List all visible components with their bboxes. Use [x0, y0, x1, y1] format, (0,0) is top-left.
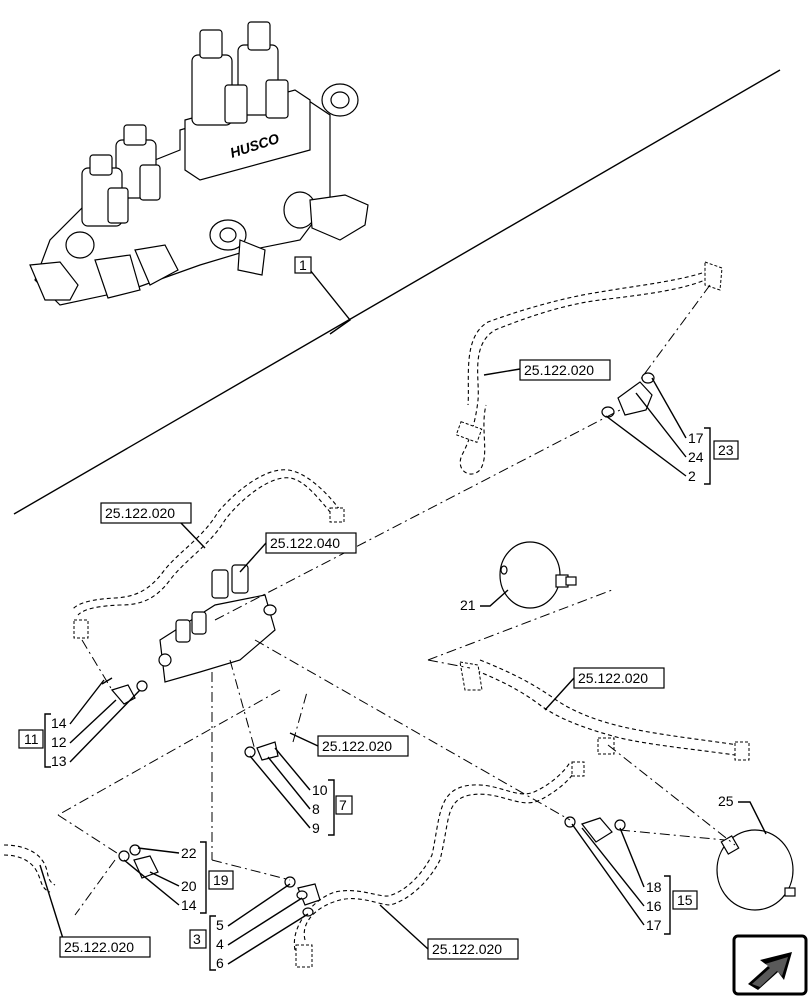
group-15-item: 16 — [646, 898, 662, 914]
ref-link-a[interactable]: 25.122.020 — [483, 359, 611, 381]
next-page-arrow-icon[interactable] — [732, 934, 808, 996]
fitting-3 — [284, 876, 321, 917]
svg-text:1: 1 — [299, 257, 307, 273]
ref-link-c[interactable]: 25.122.040 — [239, 532, 357, 573]
svg-text:25.122.020: 25.122.020 — [578, 670, 648, 686]
group-7-item: 9 — [312, 820, 320, 836]
group-19-box: 19 — [213, 872, 229, 888]
group-23[interactable]: 17 24 2 23 — [605, 377, 739, 485]
centerlines — [57, 284, 736, 916]
ref-link-e[interactable]: 25.122.020 — [289, 732, 409, 757]
group-15[interactable]: 18 16 17 15 — [571, 823, 698, 935]
group-15-item: 18 — [646, 879, 662, 895]
hose-lower-middle — [303, 764, 579, 941]
group-3[interactable]: 3 5 4 6 — [189, 883, 309, 971]
group-11[interactable]: 11 14 12 13 — [18, 679, 141, 769]
svg-text:25.122.040: 25.122.040 — [270, 535, 340, 551]
section-divider — [13, 69, 781, 515]
item-21-callout: 21 — [460, 589, 509, 613]
valve-block-detail: HUSCO — [29, 21, 369, 306]
fitting-11 — [101, 677, 148, 705]
fitting-7 — [244, 741, 279, 761]
group-7[interactable]: 10 8 9 7 — [249, 747, 353, 836]
hose-middle-right — [469, 667, 736, 756]
group-11-item: 14 — [51, 715, 67, 731]
group-3-box: 3 — [193, 931, 201, 947]
group-15-item: 17 — [646, 917, 662, 933]
group-19-item: 20 — [181, 878, 197, 894]
svg-text:25: 25 — [718, 793, 734, 809]
svg-text:25.122.020: 25.122.020 — [64, 939, 134, 955]
group-15-box: 15 — [677, 892, 693, 908]
accumulator-25 — [716, 829, 796, 911]
group-19[interactable]: 22 20 14 19 — [123, 841, 234, 914]
svg-text:25.122.020: 25.122.020 — [432, 941, 502, 957]
ref-link-b[interactable]: 25.122.020 — [100, 502, 206, 549]
group-11-item: 12 — [51, 734, 67, 750]
svg-text:21: 21 — [460, 597, 476, 613]
group-3-item: 4 — [216, 936, 224, 952]
hose-upper-right — [459, 274, 716, 475]
accumulator-21 — [499, 541, 577, 609]
svg-text:25.122.020: 25.122.020 — [322, 738, 392, 754]
item-1-callout[interactable]: 1 — [294, 256, 312, 274]
group-3-item: 6 — [216, 955, 224, 971]
ref-link-d[interactable]: 25.122.020 — [544, 667, 665, 711]
item-25-callout: 25 — [718, 793, 767, 835]
ref-link-g[interactable]: 25.122.020 — [379, 904, 519, 960]
group-7-item: 8 — [312, 801, 320, 817]
group-11-box: 11 — [24, 731, 39, 747]
group-19-item: 22 — [181, 845, 197, 861]
group-11-item: 13 — [51, 753, 67, 769]
group-23-item: 24 — [688, 449, 704, 465]
group-3-item: 5 — [216, 917, 224, 933]
group-7-box: 7 — [339, 797, 347, 813]
group-23-item: 2 — [688, 468, 696, 484]
item-1-leader — [309, 269, 352, 335]
hose-lower-left — [3, 844, 56, 886]
group-19-item: 14 — [181, 897, 197, 913]
svg-text:25.122.020: 25.122.020 — [105, 505, 175, 521]
fitting-15 — [564, 816, 626, 843]
group-23-box: 23 — [718, 442, 734, 458]
group-7-item: 10 — [312, 782, 328, 798]
valve-block-small — [158, 564, 277, 683]
group-23-item: 17 — [688, 430, 704, 446]
ref-link-f[interactable]: 25.122.020 — [39, 864, 151, 958]
svg-text:25.122.020: 25.122.020 — [524, 362, 594, 378]
